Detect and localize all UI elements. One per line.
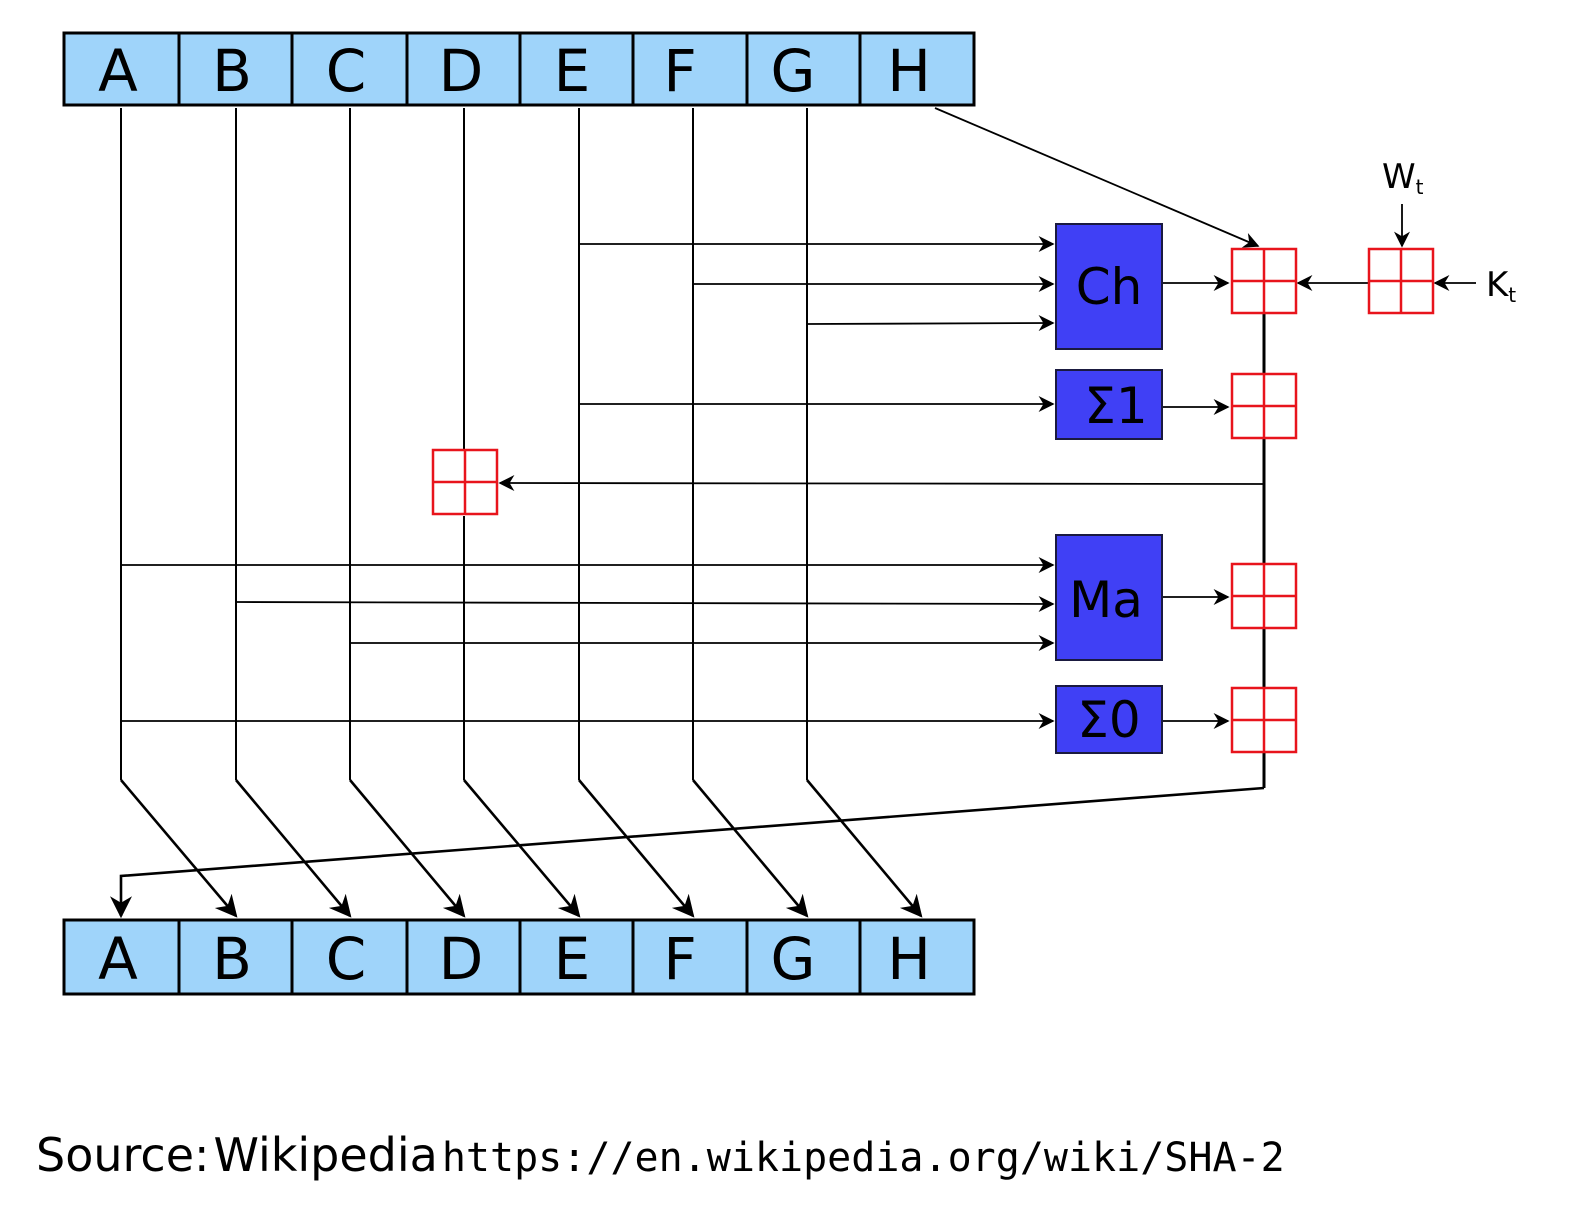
top-register-f-cell	[631, 31, 749, 107]
wire-h	[934, 107, 1260, 248]
top-register-c-cell	[290, 31, 409, 107]
top-register-b-label: B	[212, 37, 252, 105]
top-register-row: A B C D E F G H	[62, 31, 976, 107]
adder-d	[431, 448, 499, 516]
shift-a-to-b	[120, 779, 238, 918]
bottom-register-g-cell	[745, 918, 862, 996]
caption-url-link[interactable]: https://en.wikipedia.org/wiki/SHA-2	[441, 1135, 1285, 1181]
sigma1-label: Σ1	[1084, 377, 1147, 435]
wire-g-to-ch	[806, 315, 1055, 332]
w-input-label: Wt	[1382, 157, 1424, 199]
adder-ma	[1230, 562, 1298, 630]
shift-d-to-e	[463, 779, 581, 918]
bottom-register-d-cell	[405, 918, 522, 996]
bottom-register-e-cell	[518, 918, 635, 996]
ma-label: Ma	[1069, 571, 1143, 629]
bottom-register-c-cell	[290, 918, 409, 996]
ch-function: Ch	[1055, 223, 1163, 350]
adder-ch	[1230, 247, 1298, 315]
bottom-register-g-label: G	[771, 925, 816, 993]
top-register-a-cell	[62, 31, 181, 107]
sigma0-function: Σ0	[1055, 685, 1163, 754]
bottom-register-d-label: D	[439, 925, 484, 993]
bottom-register-e-label: E	[554, 925, 591, 993]
top-register-a-label: A	[98, 37, 138, 105]
bottom-register-b-label: B	[212, 925, 252, 993]
bottom-register-h-label: H	[887, 925, 931, 993]
shift-b-to-c	[235, 779, 352, 918]
adders	[431, 247, 1435, 754]
wire-to-d-adder	[498, 475, 1265, 492]
caption-label: Source:	[36, 1128, 210, 1182]
shift-f-to-g	[692, 779, 809, 918]
sigma1-box	[1055, 369, 1163, 440]
ma-box	[1055, 534, 1163, 661]
bottom-register-row: A B C D E F G H	[62, 918, 976, 996]
top-register-d-label: D	[439, 37, 484, 105]
top-register-f-label: F	[663, 37, 696, 105]
top-register-e-label: E	[554, 37, 591, 105]
adder-sigma0	[1230, 686, 1298, 754]
ch-box	[1055, 223, 1163, 350]
bottom-register-h-cell	[858, 918, 976, 996]
bottom-register-f-cell	[631, 918, 749, 996]
top-register-d-cell	[405, 31, 522, 107]
connections	[110, 107, 1476, 919]
caption-source-name: Wikipedia	[213, 1128, 438, 1182]
shift-e-to-f	[578, 779, 695, 918]
source-caption: Source: Wikipedia https://en.wikipedia.o…	[36, 1128, 1576, 1182]
adder-wk	[1367, 247, 1435, 315]
top-register-h-label: H	[887, 37, 931, 105]
bottom-register-b-cell	[177, 918, 294, 996]
sigma0-label: Σ0	[1077, 691, 1140, 749]
bottom-register-a-cell	[62, 918, 181, 996]
wire-b-to-ma	[235, 595, 1055, 612]
bottom-register-f-label: F	[663, 925, 696, 993]
top-register-b-cell	[177, 31, 294, 107]
top-register-h-cell	[858, 31, 976, 107]
shift-c-to-d	[349, 779, 466, 918]
ma-function: Ma	[1055, 534, 1163, 661]
adder-sigma1	[1230, 372, 1298, 440]
top-register-c-label: C	[326, 37, 367, 105]
shift-g-to-h	[806, 779, 923, 918]
k-input-label: Kt	[1486, 265, 1516, 307]
top-register-g-label: G	[771, 37, 816, 105]
bottom-register-c-label: C	[326, 925, 367, 993]
bottom-register-a-label: A	[98, 925, 138, 993]
ch-label: Ch	[1076, 258, 1143, 316]
sigma0-box	[1055, 685, 1163, 754]
sigma1-function: Σ1	[1055, 369, 1163, 440]
feedback-to-a	[110, 786, 1265, 919]
